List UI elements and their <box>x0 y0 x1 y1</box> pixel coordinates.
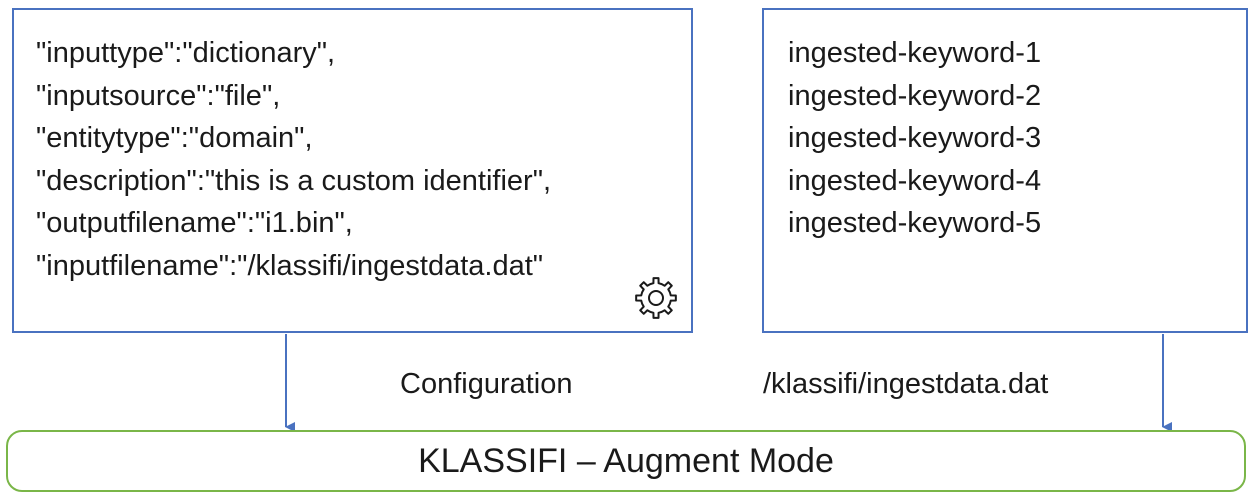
gear-icon <box>635 277 677 319</box>
config-line: "outputfilename":"i1.bin", <box>36 207 353 239</box>
config-line: "entitytype":"domain", <box>36 122 313 154</box>
config-line: "inputfilename":"/klassifi/ingestdata.da… <box>36 249 544 282</box>
data-file-box: ingested-keyword-1 ingested-keyword-2 in… <box>762 8 1248 333</box>
config-line: "inputtype":"dictionary", <box>36 37 336 69</box>
configuration-label: Configuration <box>400 368 573 400</box>
keyword-line: ingested-keyword-5 <box>788 207 1042 239</box>
augment-mode-box: KLASSIFI – Augment Mode <box>6 430 1246 492</box>
configuration-box: "inputtype":"dictionary", "inputsource":… <box>12 8 693 333</box>
configuration-lines: "inputtype":"dictionary", "inputsource":… <box>36 32 551 287</box>
data-file-lines: ingested-keyword-1 ingested-keyword-2 in… <box>788 32 1041 245</box>
keyword-line: ingested-keyword-3 <box>788 122 1042 154</box>
keyword-line: ingested-keyword-2 <box>788 79 1042 112</box>
keyword-line: ingested-keyword-4 <box>788 164 1042 197</box>
data-file-path-label: /klassifi/ingestdata.dat <box>763 368 1049 400</box>
augment-mode-title: KLASSIFI – Augment Mode <box>418 441 834 480</box>
keyword-line: ingested-keyword-1 <box>788 37 1042 69</box>
config-line: "inputsource":"file", <box>36 79 281 112</box>
config-line: "description":"this is a custom identifi… <box>36 164 552 197</box>
